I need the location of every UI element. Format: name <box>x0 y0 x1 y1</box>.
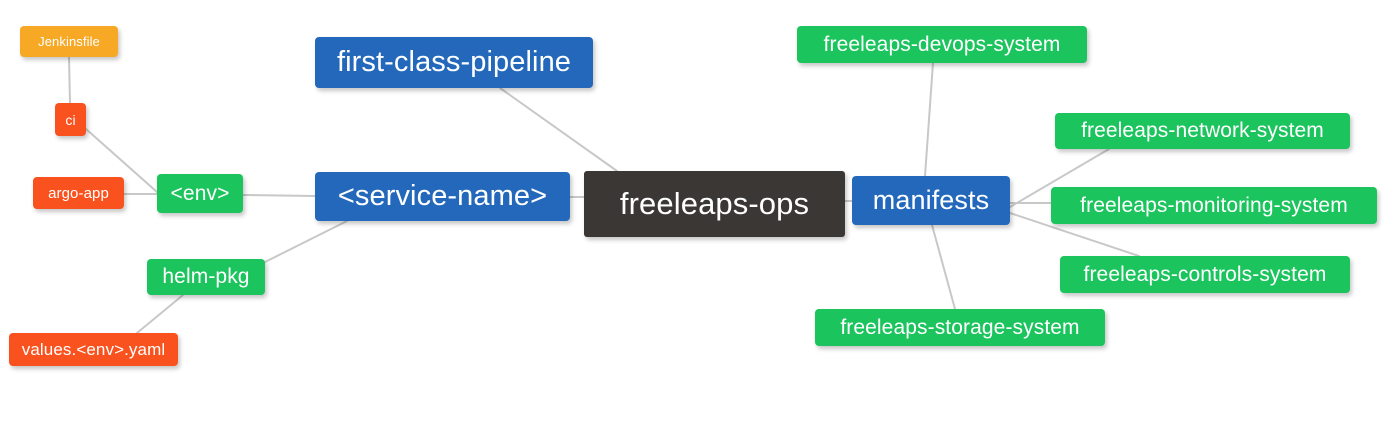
node-ci[interactable]: ci <box>55 103 86 136</box>
node-label: <env> <box>170 181 230 205</box>
node-controls-system[interactable]: freeleaps-controls-system <box>1060 256 1350 293</box>
node-label: Jenkinsfile <box>38 34 100 49</box>
node-label: freeleaps-ops <box>619 186 810 221</box>
node-label: freeleaps-controls-system <box>1083 262 1327 286</box>
node-label: first-class-pipeline <box>336 46 572 78</box>
edge-helm-pkg-to-service-name <box>264 220 348 263</box>
node-label: freeleaps-monitoring-system <box>1080 193 1348 217</box>
edge-manifests-to-devops-system <box>924 62 934 177</box>
edge-manifests-to-controls-system <box>1009 212 1140 257</box>
node-label: freeleaps-network-system <box>1081 119 1324 142</box>
node-label: <service-name> <box>337 180 548 212</box>
node-env[interactable]: <env> <box>157 174 243 213</box>
node-helm-pkg[interactable]: helm-pkg <box>147 259 265 295</box>
node-storage-system[interactable]: freeleaps-storage-system <box>815 309 1105 346</box>
node-label: helm-pkg <box>162 265 250 288</box>
edge-manifests-to-network-system <box>1009 148 1110 208</box>
node-values-yaml[interactable]: values.<env>.yaml <box>9 333 178 366</box>
edge-values-yaml-to-helm-pkg <box>136 294 184 334</box>
node-devops-system[interactable]: freeleaps-devops-system <box>797 26 1087 63</box>
node-manifests[interactable]: manifests <box>852 176 1010 225</box>
node-service-name[interactable]: <service-name> <box>315 172 570 221</box>
edge-jenkinsfile-to-ci <box>68 56 71 104</box>
node-first-class-pipeline[interactable]: first-class-pipeline <box>315 37 593 88</box>
edge-env-to-service-name <box>242 194 316 197</box>
node-jenkinsfile[interactable]: Jenkinsfile <box>20 26 118 57</box>
edge-manifests-to-storage-system <box>931 224 956 310</box>
node-label: ci <box>65 111 76 128</box>
node-label: freeleaps-devops-system <box>823 32 1061 56</box>
node-label: freeleaps-storage-system <box>840 315 1080 339</box>
edge-ci-to-env <box>85 128 158 193</box>
node-label: argo-app <box>48 184 109 202</box>
node-network-system[interactable]: freeleaps-network-system <box>1055 113 1350 149</box>
node-monitoring-system[interactable]: freeleaps-monitoring-system <box>1051 187 1377 224</box>
node-freeleaps-ops[interactable]: freeleaps-ops <box>584 171 845 237</box>
node-label: values.<env>.yaml <box>21 339 166 359</box>
edge-first-class-pipeline-to-freeleaps-ops <box>499 87 618 172</box>
node-argo-app[interactable]: argo-app <box>33 177 124 209</box>
node-label: manifests <box>872 185 990 215</box>
